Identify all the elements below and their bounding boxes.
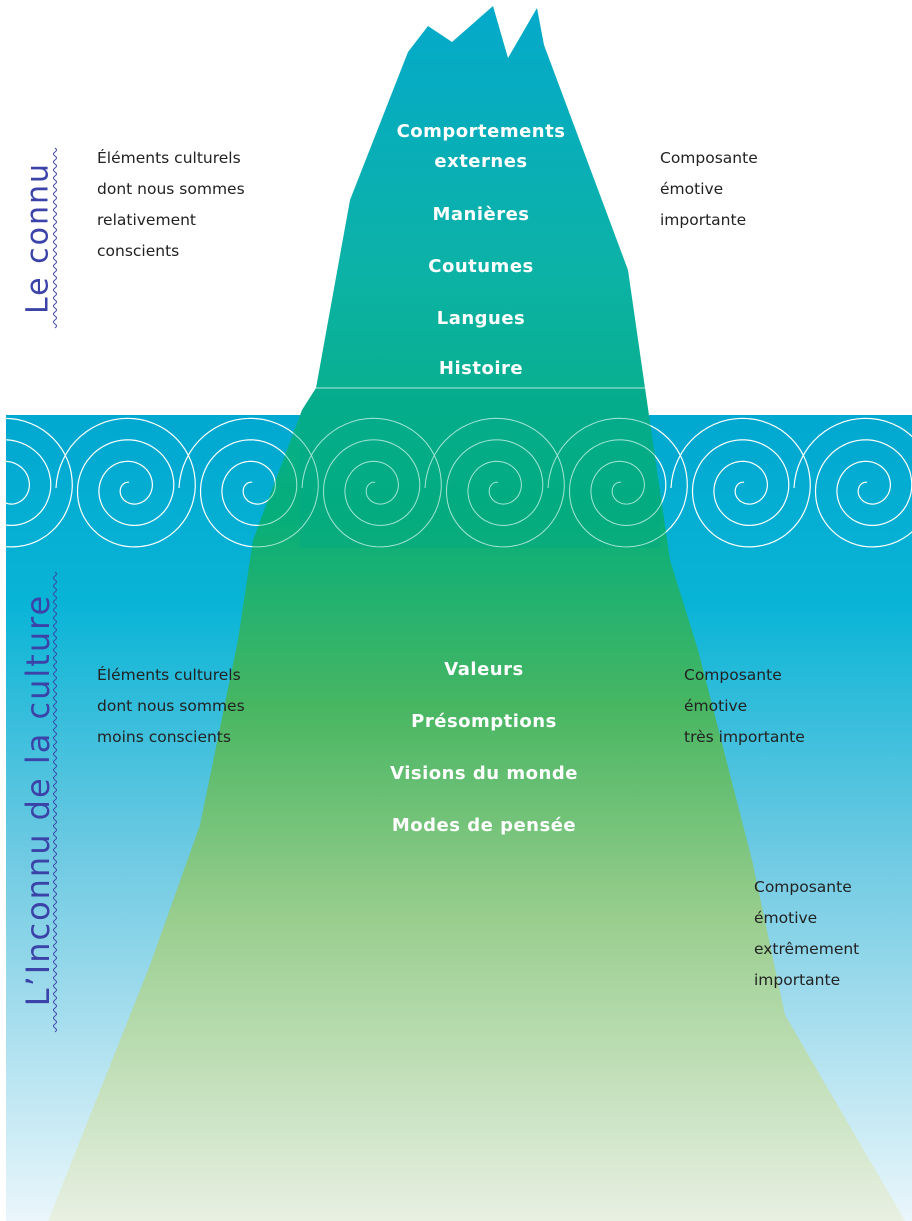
description-line: conscients [97,242,180,260]
item-visions-du-monde: Visions du monde [390,763,578,784]
label-unknown: L’Inconnu de la culture [19,593,57,1007]
description-line: dont nous sommes [97,180,245,198]
item-histoire: Histoire [438,358,524,379]
unknown-right-description-2: Composante émotive extrêmement important… [754,872,859,996]
item-externes: externes [434,151,528,172]
description-line: importante [660,211,747,229]
wave-spiral [670,417,811,548]
wave-spiral [55,417,196,548]
description-line: Composante [684,666,782,684]
description-line: dont nous sommes [97,697,245,715]
description-line: Composante [660,149,758,167]
item-coutumes: Coutumes [428,256,534,277]
item-langues: Langues [436,308,526,329]
unknown-left-description: Éléments culturels dont nous sommes moin… [97,660,245,753]
wave-spiral [0,417,73,548]
item-manieres: Manières [432,204,530,225]
wave-spiral [301,417,442,548]
description-line: extrêmement [754,940,860,958]
description-line: Composante [754,878,852,896]
description-line: Éléments culturels [97,149,241,167]
description-line: émotive [684,697,748,715]
known-right-description: Composante émotive importante [660,143,758,236]
description-line: émotive [660,180,724,198]
item-modes-de-pensee: Modes de pensée [391,815,577,836]
wave-spiral [424,417,565,548]
unknown-right-description-1: Composante émotive très importante [684,660,805,753]
item-presomptions: Présomptions [411,711,557,732]
description-line: importante [754,971,841,989]
description-line: relativement [97,211,197,229]
item-valeurs: Valeurs [444,659,524,680]
item-comportements: Comportements [396,121,566,142]
label-known: Le connu [20,161,56,315]
description-line: très importante [684,728,805,746]
description-line: moins conscients [97,728,231,746]
description-line: Éléments culturels [97,666,241,684]
description-line: émotive [754,909,818,927]
wave-spiral [793,417,912,548]
iceberg-shape [48,6,905,1221]
wavy-line-known [53,147,57,329]
wavy-line-unknown [53,571,57,1033]
known-left-description: Éléments culturels dont nous sommes rela… [97,143,245,267]
